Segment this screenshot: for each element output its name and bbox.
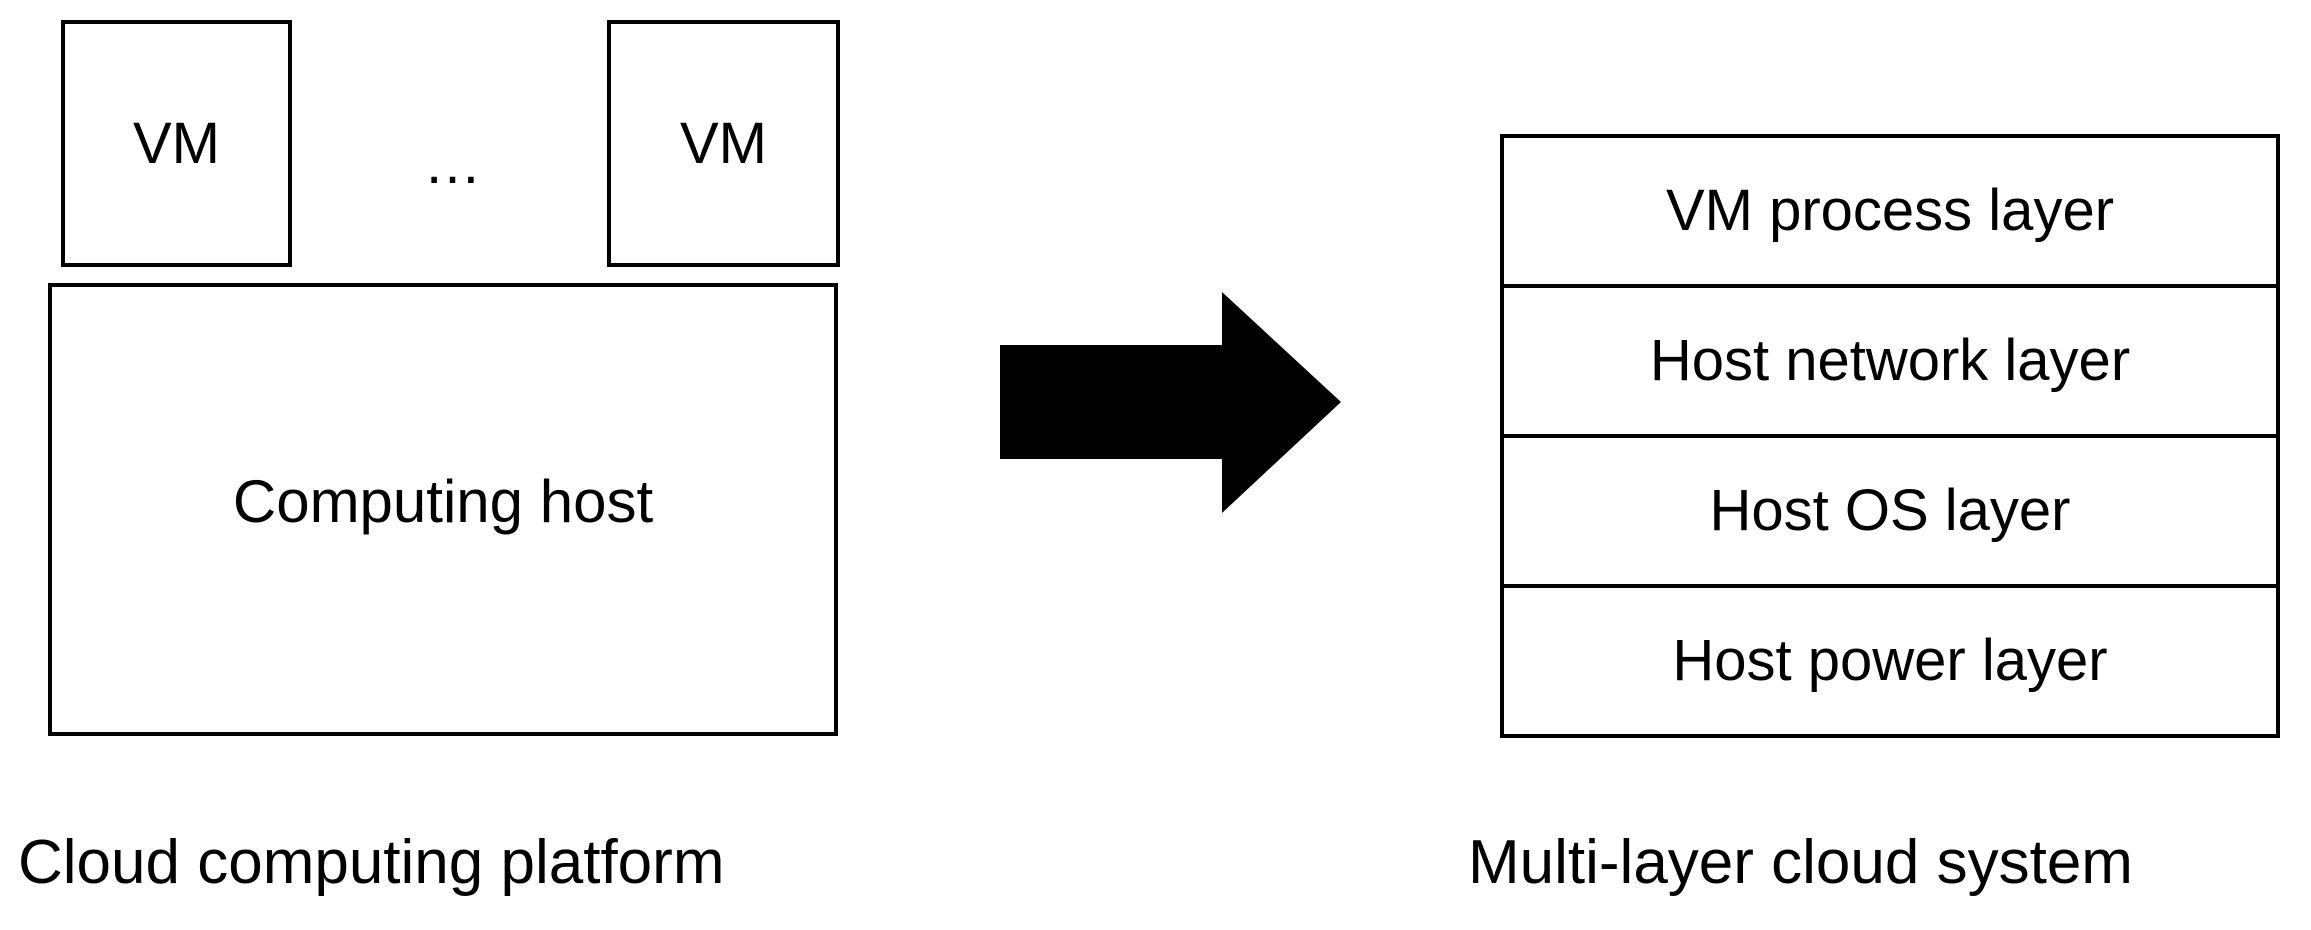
layer-row-host-os-label: Host OS layer <box>1709 478 2071 543</box>
vm-box-2-label: VM <box>680 110 767 176</box>
layer-row-vm-process: VM process layer <box>1504 138 2276 288</box>
vm-box-1-label: VM <box>133 110 220 176</box>
right-arrow-shape <box>1000 292 1341 513</box>
computing-host-box: Computing host <box>48 283 838 736</box>
layer-stack: VM process layer Host network layer Host… <box>1500 134 2280 738</box>
vm-ellipsis-label: … <box>423 131 482 196</box>
vm-box-1: VM <box>61 20 292 267</box>
computing-host-label: Computing host <box>232 467 654 535</box>
layer-row-host-power: Host power layer <box>1504 588 2276 734</box>
vm-ellipsis: … <box>380 118 525 210</box>
layer-row-host-os: Host OS layer <box>1504 438 2276 588</box>
vm-box-2: VM <box>607 20 840 267</box>
layer-row-vm-process-label: VM process layer <box>1665 178 2115 243</box>
layer-row-host-network: Host network layer <box>1504 288 2276 438</box>
layer-row-host-network-label: Host network layer <box>1649 328 2131 393</box>
layer-row-host-power-label: Host power layer <box>1672 628 2108 693</box>
left-panel-caption: Cloud computing platform <box>18 828 725 897</box>
right-arrow-icon <box>1000 292 1341 513</box>
right-panel-caption: Multi-layer cloud system <box>1468 828 2133 897</box>
